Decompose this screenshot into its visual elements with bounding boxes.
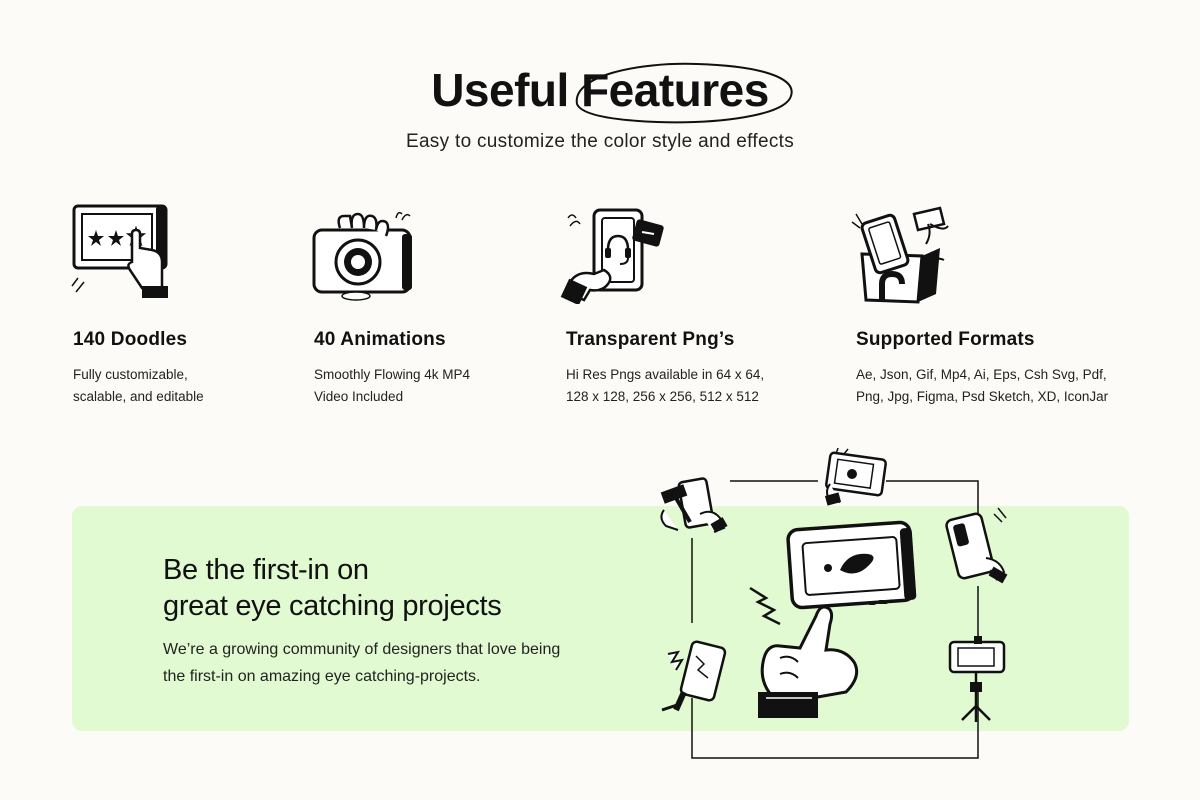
highlight-oval-icon — [576, 62, 793, 124]
tripod-phone-icon — [948, 636, 1006, 722]
banner-desc-line: the first-in on amazing eye catching-pro… — [163, 668, 481, 685]
feature-desc-line: scalable, and editable — [73, 389, 204, 404]
hammer-phone-icon — [660, 477, 728, 533]
banner-title: Be the first-in on great eye catching pr… — [163, 552, 643, 624]
title-highlight-wrap: Features — [576, 62, 793, 124]
feature-icon-wrap — [66, 200, 176, 305]
feature-desc-line: Png, Jpg, Figma, Psd Sketch, XD, IconJar — [856, 389, 1109, 404]
feature-desc-line: Smoothly Flowing 4k MP4 — [314, 367, 471, 382]
banner-title-line: Be the first-in on — [163, 554, 369, 586]
image-tablet-icon — [824, 448, 887, 506]
feature-description: Ae, Json, Gif, Mp4, Ai, Eps, Csh Svg, Pd… — [856, 364, 1126, 408]
banner-title-line: great eye catching projects — [163, 590, 502, 622]
feature-title: 140 Doodles — [73, 329, 188, 350]
feature-desc-line: Video Included — [314, 389, 404, 404]
banner-illustration — [660, 448, 1008, 759]
broken-phone-icon — [661, 640, 727, 712]
title-plain: Useful — [431, 64, 569, 116]
phone-back-icon — [945, 507, 1008, 584]
gift-box-phone-icon — [851, 206, 949, 304]
banner-desc-line: We’re a growing community of designers t… — [163, 641, 561, 658]
support-phone-icon — [560, 208, 664, 306]
feature-desc-line: Hi Res Pngs available in 64 x 64, — [566, 367, 765, 382]
feature-title: 40 Animations — [314, 329, 446, 350]
banner-description: We’re a growing community of designers t… — [163, 636, 633, 690]
page-title: Useful Features — [0, 62, 1200, 124]
feature-desc-line: Fully customizable, — [73, 367, 188, 382]
feature-desc-line: 128 x 128, 256 x 256, 512 x 512 — [566, 389, 759, 404]
feature-desc-line: Ae, Json, Gif, Mp4, Ai, Eps, Csh Svg, Pd… — [856, 367, 1107, 382]
feature-description: Fully customizable, scalable, and editab… — [73, 364, 343, 408]
feature-title: Transparent Png’s — [566, 329, 735, 350]
camera-phone-icon — [312, 211, 412, 301]
page-subtitle: Easy to customize the color style and ef… — [405, 131, 795, 152]
feature-icon-wrap — [306, 204, 416, 309]
feature-title: Supported Formats — [856, 329, 1035, 350]
feature-icon-wrap — [558, 204, 668, 309]
feature-description: Hi Res Pngs available in 64 x 64, 128 x … — [566, 364, 836, 408]
hand-tap-tablet-icon — [749, 520, 917, 718]
feature-description: Smoothly Flowing 4k MP4 Video Included — [314, 364, 584, 408]
frame-lines — [691, 480, 979, 759]
rating-tablet-icon — [71, 204, 168, 298]
feature-icon-wrap — [848, 204, 958, 309]
